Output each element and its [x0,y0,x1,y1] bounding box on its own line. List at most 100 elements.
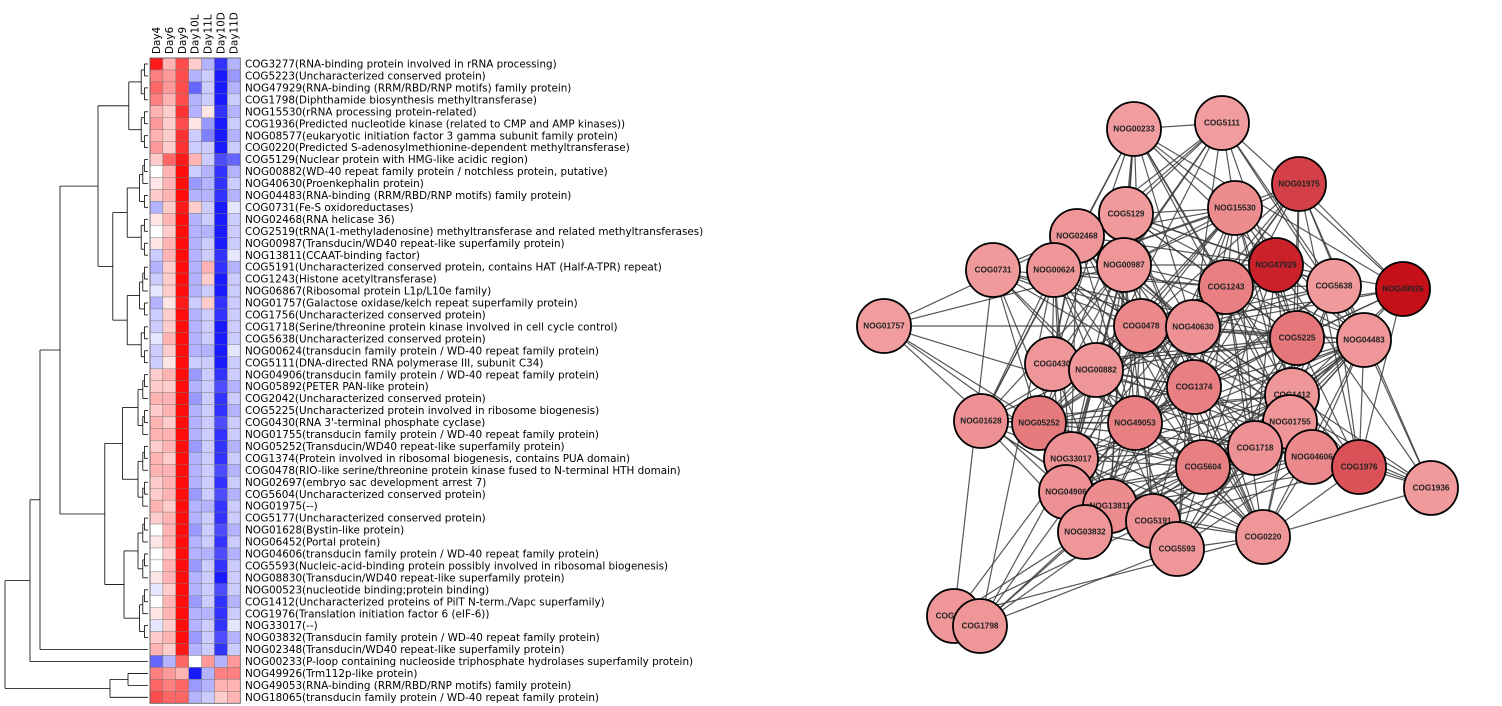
heatmap-cell [201,308,215,322]
network-edge [1133,128,1277,266]
row-label: COG5191(Uncharacterized conserved protei… [245,262,662,274]
heatmap-cell [227,392,241,405]
node-label: NOG13811 [1090,502,1131,511]
heatmap-cell [188,177,202,190]
heatmap-cell [175,332,189,346]
network-edge [1193,285,1335,388]
row-label: COG5593(Nucleic-acid-binding protein pos… [245,560,668,572]
heatmap-cell [149,416,164,429]
heatmap-cell [175,368,189,381]
heatmap-cell [214,583,228,596]
heatmap-cell [149,332,164,346]
row-label: NOG02348(Transducin/WD40 repeat-like sup… [245,644,565,656]
heatmap-cell [149,392,164,405]
heatmap-cell [214,643,228,656]
row-label: COG1976(Translation initiation factor 6 … [245,608,489,620]
heatmap-cell [149,631,164,644]
network-node: COG0731 [965,242,1021,298]
heatmap-cell [162,428,176,441]
heatmap-cell [149,667,164,680]
node-circle [1331,439,1387,495]
heatmap-cell [188,237,202,250]
heatmap-cell [188,691,202,704]
heatmap-cell [188,416,202,429]
heatmap-cell [175,476,189,489]
heatmap-cell [149,380,164,393]
heatmap-cell [201,691,215,704]
heatmap-cell [227,129,241,142]
heatmap-cell [227,488,241,501]
heatmap-cell [201,559,215,573]
heatmap-cell [227,248,241,262]
heatmap-cell [188,440,202,453]
heatmap-cell [201,499,215,513]
node-circle [965,242,1021,298]
row-label: COG0731(Fe-S oxidoreductases) [245,202,414,214]
network-node: NOG00624 [1026,242,1082,298]
heatmap-cell [227,583,241,596]
row-label: COG5129(Nuclear protein with HMG-like ac… [245,154,528,166]
heatmap-cell [175,201,189,214]
heatmap-cell [175,691,189,704]
heatmap-cell [214,344,228,357]
heatmap-cell [201,523,215,537]
heatmap-cell [188,93,202,106]
heatmap-cell [214,428,228,441]
heatmap-cell [162,57,176,71]
network-node: NOG01757 [856,298,912,354]
heatmap-cell [175,631,189,644]
row-label: NOG06867(Ribosomal protein L1p/L10e fami… [245,286,491,298]
heatmap-cell [201,225,215,238]
heatmap-cell [162,464,176,477]
heatmap-cell [175,607,189,620]
heatmap-cell [175,547,189,561]
heatmap-cell [201,464,215,477]
heatmap-cell [149,308,164,322]
heatmap-cell [149,284,164,298]
network-edge [1262,487,1432,538]
heatmap-cell [201,284,215,298]
column-label: Day9 [177,27,189,54]
heatmap-cell [188,213,202,226]
heatmap-cell [188,464,202,477]
heatmap-cell [175,153,189,166]
heatmap-cell [162,308,176,322]
heatmap-cell [175,488,189,501]
network-node: COG5593 [1149,521,1205,577]
heatmap-cell [162,368,176,381]
network-edge [1221,122,1298,339]
row-label: NOG33017(--) [245,620,318,632]
node-circle [1375,261,1431,317]
node-label: NOG47929 [1255,261,1297,270]
heatmap-cell [201,619,215,632]
heatmap-cell [162,272,176,286]
heatmap-cell [162,225,176,238]
node-label: COG0220 [1245,533,1282,542]
row-label: COG1412(Uncharacterized proteins of PilT… [245,596,605,608]
heatmap-cell [201,368,215,381]
network-edge [953,536,1264,617]
heatmap-cell [162,213,176,226]
network-node: COG5225 [1269,310,1325,366]
heatmap-cell [227,631,241,644]
heatmap-cell [201,117,215,130]
heatmap-cell [214,332,228,346]
row-label: NOG04483(RNA-binding (RRM/RBD/RNP motifs… [245,190,571,202]
heatmap-cell [201,428,215,441]
heatmap-cell [214,129,228,142]
node-circle [1336,312,1392,368]
node-circle [1011,395,1067,451]
heatmap-cell [149,320,164,334]
network-node: NOG00233 [1106,101,1162,157]
heatmap-cell [227,404,241,417]
heatmap-cell [214,655,228,668]
heatmap-cell [162,153,176,166]
network-node: COG0478 [1113,298,1169,354]
heatmap-cell [188,308,202,322]
heatmap-cell [162,488,176,501]
heatmap-cell [227,141,241,154]
heatmap-cell [227,81,241,95]
heatmap-cell [188,296,202,310]
heatmap-cell [149,129,164,142]
heatmap-cell [214,464,228,477]
